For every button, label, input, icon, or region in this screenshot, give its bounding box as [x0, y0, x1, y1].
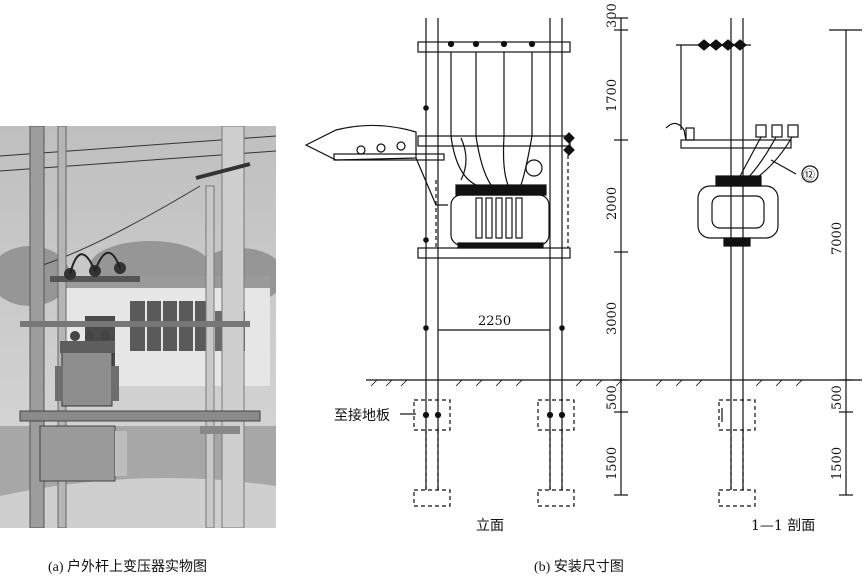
control-box [39, 425, 240, 482]
upper-crossarm [50, 162, 251, 282]
front-dim-300: 300 [605, 3, 620, 28]
section-dim-1500: 1500 [830, 447, 845, 480]
ground-plate-label: 至接地板 [334, 407, 390, 424]
section-dim-500: 500 [830, 385, 845, 410]
front-dim-2000: 2000 [605, 187, 620, 220]
middle-crossarm [20, 321, 250, 327]
installation-drawing: 300 1700 2000 3000 500 1500 7000 500 150… [304, 3, 862, 534]
section-dimension-chain [829, 29, 862, 496]
section-view-label: 1—1 剖面 [751, 518, 815, 534]
photo-caption: (a) 户外杆上变压器实物图 [48, 560, 208, 575]
transformer-unit [55, 331, 119, 407]
drawing-caption: (b) 安装尺寸图 [534, 560, 624, 575]
transformer-photo [0, 126, 276, 528]
front-dim-1700: 1700 [605, 79, 620, 112]
part-number-label: ⑫ [803, 168, 815, 182]
span-dimension: 2250 [478, 314, 511, 329]
front-view-label: 立面 [476, 518, 504, 534]
front-dim-1500: 1500 [605, 447, 620, 480]
front-dim-3000: 3000 [605, 302, 620, 335]
front-dim-500: 500 [605, 385, 620, 410]
front-elevation [304, 18, 651, 507]
platform [19, 410, 261, 422]
section-view [651, 18, 862, 507]
front-dimension-chain [614, 17, 628, 496]
section-dim-7000: 7000 [830, 222, 845, 255]
